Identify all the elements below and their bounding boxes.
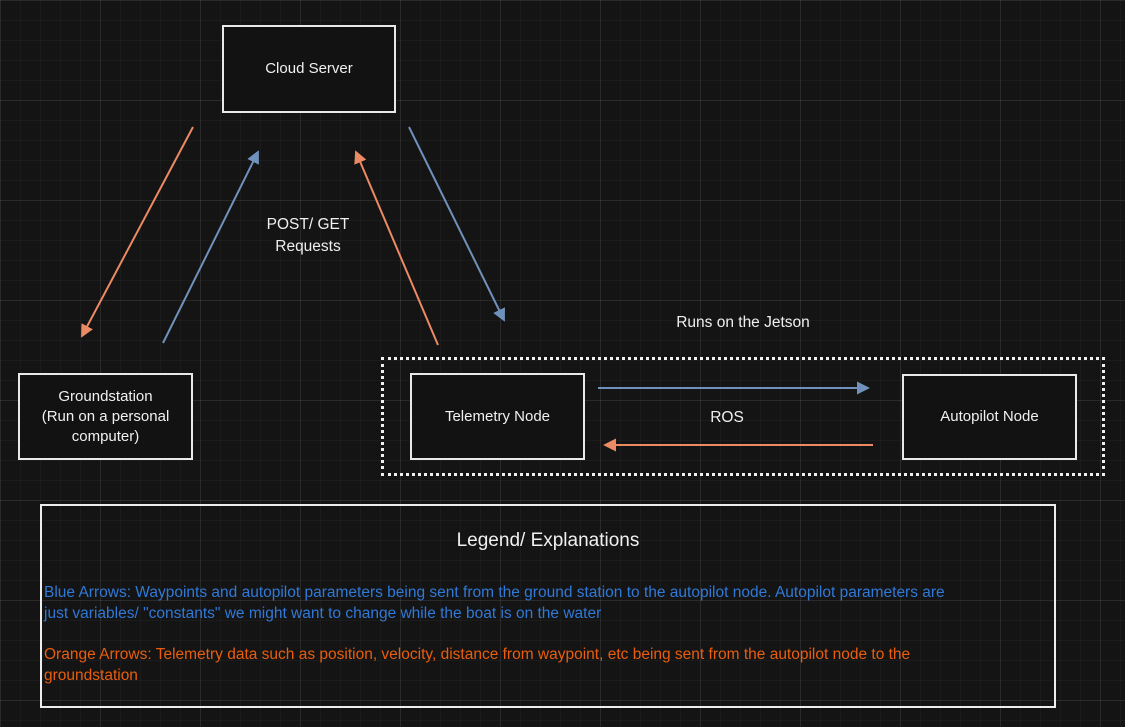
groundstation-label: Groundstation (Run on a personal compute… bbox=[41, 387, 170, 445]
jetson-group-label: Runs on the Jetson bbox=[676, 314, 810, 331]
autopilot-node-label: Autopilot Node bbox=[940, 408, 1039, 425]
legend-orange-description: Orange Arrows: Telemetry data such as po… bbox=[44, 646, 911, 684]
arrow-cloud-to-telemetry-blue bbox=[408, 126, 505, 322]
post-get-requests-label: POST/ GET Requests bbox=[266, 216, 350, 255]
jetson-group-box bbox=[381, 357, 1105, 476]
legend-title: Legend/ Explanations bbox=[456, 530, 640, 551]
groundstation-node: Groundstation (Run on a personal compute… bbox=[18, 373, 193, 460]
ros-label: ROS bbox=[710, 409, 744, 426]
autopilot-node: Autopilot Node bbox=[902, 374, 1077, 460]
telemetry-node-label: Telemetry Node bbox=[444, 407, 551, 425]
legend-box: Legend/ Explanations Blue Arrows: Waypoi… bbox=[40, 504, 1056, 708]
legend-blue-description: Blue Arrows: Waypoints and autopilot par… bbox=[44, 584, 945, 622]
cloud-server-node: Cloud Server bbox=[222, 25, 396, 113]
telemetry-node: Telemetry Node bbox=[410, 373, 585, 460]
arrow-cloud-to-groundstation-orange bbox=[81, 126, 194, 338]
cloud-server-label: Cloud Server bbox=[265, 60, 353, 77]
